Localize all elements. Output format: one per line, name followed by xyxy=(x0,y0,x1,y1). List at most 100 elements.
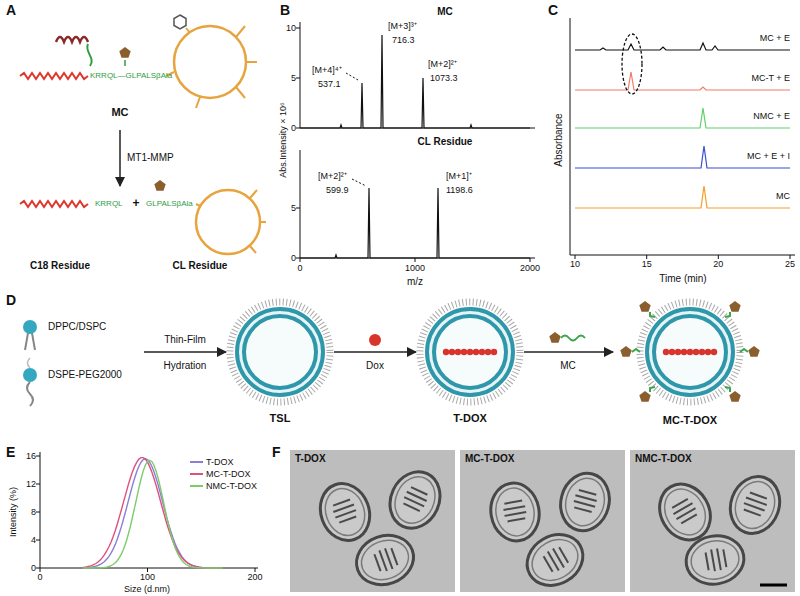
axis-title: Time (min) xyxy=(659,273,706,285)
tick-label: 16 xyxy=(26,451,36,461)
lipid-icons xyxy=(23,320,37,406)
axis-title: m/z xyxy=(407,276,423,288)
peptide-sequence: GLPALSβAla xyxy=(146,199,193,208)
cyclic-peptide xyxy=(196,190,260,254)
tick-label: 25 xyxy=(785,259,795,269)
highlight-ellipse xyxy=(622,34,642,94)
trace xyxy=(575,186,790,208)
linker xyxy=(124,60,126,66)
lipid-name: DPPC/DSPC xyxy=(48,321,106,333)
step-label: MC xyxy=(560,360,576,372)
peak-label: 716.3 xyxy=(392,35,415,45)
mc-strands xyxy=(632,312,748,392)
legend-text: MC-T-DOX xyxy=(206,469,251,479)
side-chain xyxy=(250,246,256,253)
peptide-sequence: KRRQL—GLPALSβAla xyxy=(90,71,172,80)
trace-label: MC + E xyxy=(760,33,790,43)
tick-label: 100 xyxy=(140,572,155,582)
liposome-node: MC-T-DOX xyxy=(615,292,765,428)
peak-label: 1073.3 xyxy=(430,73,458,83)
trace-label: MC + E + I xyxy=(747,151,790,161)
tick-label: 200 xyxy=(247,572,262,582)
legend-line-sample xyxy=(190,473,203,475)
plot-title: MC xyxy=(437,6,453,18)
trace xyxy=(575,43,790,50)
image-label: MC-T-DOX xyxy=(465,453,514,465)
dox-ball xyxy=(369,334,381,346)
panel-letter: F xyxy=(272,444,281,460)
peak-label: 1198.6 xyxy=(446,185,473,195)
trace xyxy=(575,108,790,128)
residue-name: C18 Residue xyxy=(30,260,90,272)
liposome-name: MC-T-DOX xyxy=(663,414,717,427)
helix xyxy=(56,37,88,42)
legend-text: T-DOX xyxy=(206,457,234,467)
leader-line xyxy=(352,179,366,186)
liposome-name: TSL xyxy=(270,412,291,425)
phenyl-ring xyxy=(174,15,186,29)
side-chain xyxy=(246,61,257,63)
lipid-head xyxy=(23,320,37,334)
peak-label: [M+4]⁴⁺ xyxy=(312,65,342,75)
hplc-chromatogram xyxy=(570,18,795,259)
dls-chart xyxy=(36,452,258,572)
linker xyxy=(87,44,92,66)
axis xyxy=(570,18,571,255)
peak-label: [M+2]²⁺ xyxy=(318,171,347,181)
trace-label: NMC + E xyxy=(753,111,790,121)
panel-letter: A xyxy=(6,2,16,18)
tick-label: 4 xyxy=(31,535,36,545)
c18-chain xyxy=(20,201,88,207)
tick-label: 5 xyxy=(291,203,296,213)
c18-chain xyxy=(20,73,88,79)
legend-text: NMC-T-DOX xyxy=(206,481,257,491)
side-chain xyxy=(250,190,257,198)
tick-label: 10 xyxy=(570,259,580,269)
plot-title: CL Residue xyxy=(418,136,473,148)
peak-label: [M+3]³⁺ xyxy=(388,21,417,31)
side-chain xyxy=(196,97,200,108)
tick-label: 0 xyxy=(291,253,296,263)
spectrum-trace xyxy=(300,188,530,258)
peak-label: [M+2]²⁺ xyxy=(428,59,457,69)
axis xyxy=(40,452,41,568)
peak-label: 537.1 xyxy=(318,79,341,89)
lipid-name: DSPE-PEG2000 xyxy=(48,369,122,381)
tick-label: 20 xyxy=(713,259,723,269)
process-arrow xyxy=(334,351,416,353)
tick-label: 0 xyxy=(291,123,296,133)
axis-title: Size (d.nm) xyxy=(124,584,170,594)
trace-label: MC xyxy=(776,191,790,201)
residue-group: KRRQLC18 Residue xyxy=(15,188,133,276)
tick-label: 10 xyxy=(286,23,296,33)
size-curves xyxy=(83,458,223,568)
bond xyxy=(196,204,200,206)
panel-letter: E xyxy=(6,444,15,460)
trace-label: MC-T + E xyxy=(751,73,790,83)
liposome-name: T-DOX xyxy=(453,412,487,425)
peak-label: 599.9 xyxy=(326,185,349,195)
step-label: Thin-Film xyxy=(164,334,206,346)
axis-title: Abs.Intensity × 10⁶ xyxy=(278,102,288,178)
tick-label: 0 xyxy=(37,572,42,582)
tick-label: 5 xyxy=(291,73,296,83)
peak-label: [M+1]⁺ xyxy=(446,171,472,181)
trace xyxy=(575,146,790,168)
process-arrow xyxy=(144,351,226,353)
tick-label: 15 xyxy=(642,259,652,269)
tick-label: 1000 xyxy=(405,263,425,273)
cyclic-peptide xyxy=(174,26,246,98)
side-chain xyxy=(236,26,245,37)
side-chain xyxy=(186,28,190,33)
legend-line-sample xyxy=(190,485,203,487)
residue-name: CL Residue xyxy=(173,260,228,272)
side-chain xyxy=(260,221,266,223)
molecule-name: MC xyxy=(111,106,128,119)
tick-label: 0 xyxy=(31,563,36,573)
axis-title: Intensity (%) xyxy=(8,487,18,537)
legend-line-sample xyxy=(190,461,203,463)
liposome-node: TSL xyxy=(228,298,332,428)
panel-letter: B xyxy=(280,2,290,18)
